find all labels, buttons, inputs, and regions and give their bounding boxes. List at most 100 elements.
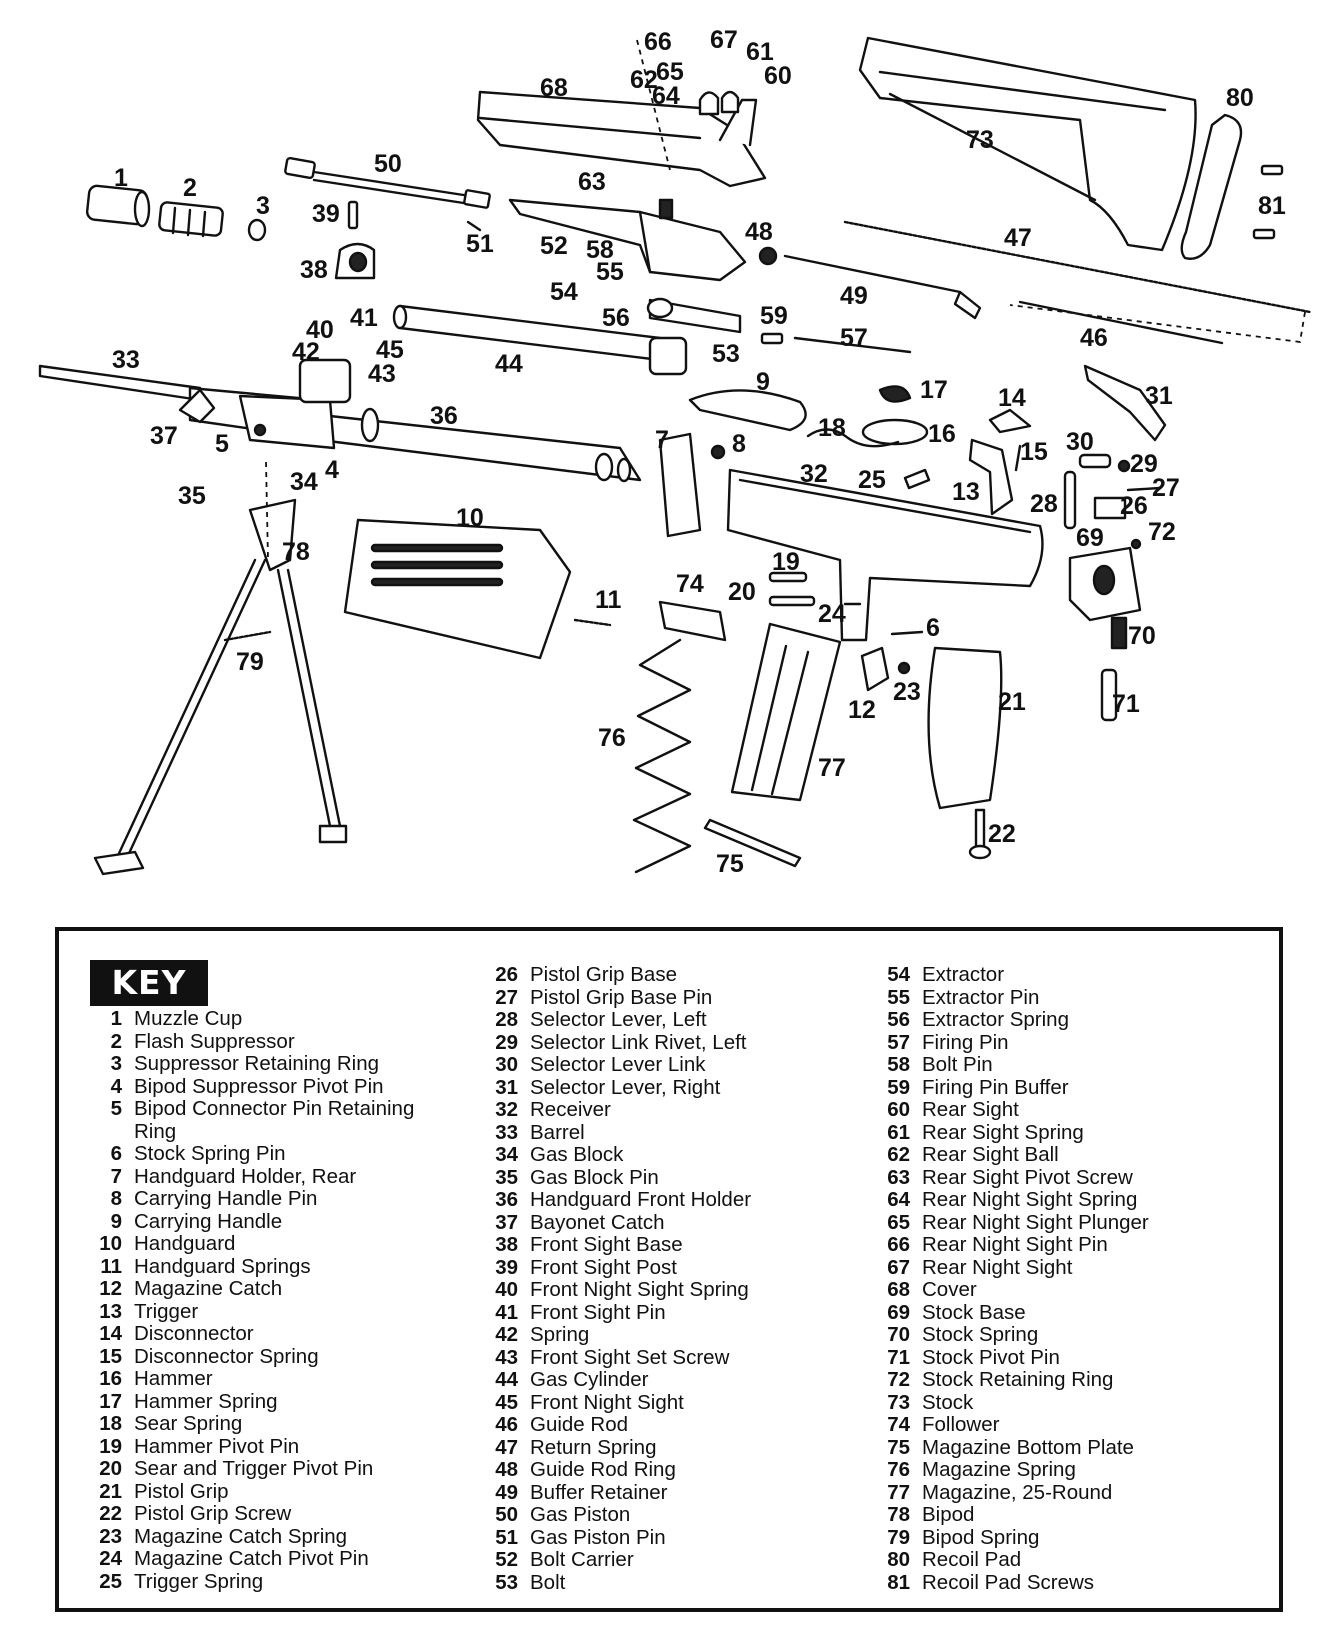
- key-item-name: Bolt Carrier: [530, 1548, 634, 1571]
- recoil-pad: [1180, 113, 1243, 260]
- key-item-number: 40: [495, 1278, 518, 1301]
- key-item-name: Front Sight Base: [530, 1233, 683, 1256]
- key-item-number: 76: [887, 1458, 910, 1481]
- key-item-name: Bayonet Catch: [530, 1210, 665, 1234]
- key-item-number: 14: [99, 1322, 122, 1345]
- callout-32: 32: [800, 460, 828, 488]
- callout-79: 79: [236, 648, 264, 676]
- callout-12: 12: [848, 696, 876, 724]
- key-item-name: Bolt Pin: [922, 1053, 993, 1076]
- front-night-sight: [298, 358, 352, 404]
- callout-75: 75: [716, 850, 744, 878]
- front-sight-base: [334, 242, 376, 280]
- key-item-number: 39: [495, 1255, 518, 1279]
- callout-19: 19: [772, 548, 800, 576]
- callout-38: 38: [300, 256, 328, 284]
- callout-69: 69: [1076, 524, 1104, 552]
- handguard-holder-rear: [658, 432, 702, 538]
- key-item-number: 4: [110, 1074, 122, 1098]
- callout-5: 5: [215, 430, 229, 458]
- key-item-name: Selector Link Rivet, Left: [530, 1030, 747, 1054]
- key-item-name: Trigger: [134, 1299, 199, 1323]
- trigger-spring: [903, 468, 931, 490]
- key-item-number: 23: [99, 1524, 122, 1548]
- front-sight-post: [347, 200, 359, 230]
- key-item-name: Bipod Suppressor Pivot Pin: [134, 1074, 384, 1098]
- key-item-name: Hammer Spring: [134, 1389, 278, 1413]
- key-item-number: 24: [99, 1547, 122, 1570]
- stock-spring: [1110, 616, 1128, 650]
- key-item-number: 66: [887, 1233, 910, 1256]
- muzzle-cup: [85, 184, 151, 228]
- key-item-number: 30: [495, 1053, 518, 1076]
- key-item-name: Pistol Grip Screw: [134, 1502, 292, 1525]
- gas-piston: [284, 156, 491, 209]
- key-item-number: 52: [495, 1548, 518, 1571]
- key-item-name: Rear Night Sight Spring: [922, 1188, 1138, 1211]
- callout-35: 35: [178, 482, 206, 510]
- callout-20: 20: [728, 578, 756, 606]
- key-item-name: Rear Sight Spring: [922, 1120, 1084, 1144]
- key-item-name: Magazine Spring: [922, 1458, 1076, 1481]
- key-item-number: 20: [99, 1457, 122, 1480]
- callout-51: 51: [466, 230, 494, 258]
- key-item-number: 18: [99, 1412, 122, 1435]
- key-item-number: 29: [495, 1030, 518, 1054]
- callout-49: 49: [840, 282, 868, 310]
- key-item-number: 33: [495, 1120, 518, 1144]
- callout-9: 9: [756, 368, 770, 396]
- callout-48: 48: [745, 218, 773, 246]
- key-item-name: Bipod Spring: [922, 1525, 1040, 1549]
- callout-11: 11: [595, 586, 622, 614]
- callout-15: 15: [1020, 438, 1048, 466]
- key-item-number: 13: [99, 1299, 122, 1323]
- key-item-number: 73: [887, 1390, 910, 1414]
- key-item-name: Gas Cylinder: [530, 1368, 649, 1391]
- callout-29: 29: [1130, 450, 1158, 478]
- key-item-name: Spring: [530, 1323, 590, 1346]
- key-item-number: 38: [495, 1233, 518, 1256]
- key-item-number: 17: [99, 1389, 122, 1413]
- key-item-number: 1: [110, 1007, 122, 1030]
- key-item-name: Bipod: [922, 1503, 975, 1526]
- key-item-name: Stock Pivot Pin: [922, 1345, 1060, 1369]
- callout-40: 40: [306, 316, 334, 344]
- key-item: 8 Carrying Handle Pin: [82, 1187, 454, 1211]
- gas-piston-pin: [466, 220, 482, 232]
- key-item-name: Carrying Handle Pin: [134, 1187, 318, 1210]
- callout-13: 13: [952, 478, 980, 506]
- exploded-parts-diagram: 1 2 3 4 5 6 7 8 9 10 11 12 13 14 15 16 1…: [38, 26, 1312, 878]
- suppressor-retaining-ring: [247, 218, 267, 242]
- callout-57: 57: [840, 324, 868, 352]
- callout-76: 76: [598, 724, 626, 752]
- callout-28: 28: [1030, 490, 1058, 518]
- key-item-number: 8: [110, 1187, 122, 1210]
- key-item-name: Front Sight Pin: [530, 1300, 666, 1324]
- selector-lever-right: [1083, 364, 1167, 442]
- magazine-25-round: [730, 622, 842, 802]
- key-item-number: 6: [110, 1142, 122, 1165]
- callout-33: 33: [112, 346, 140, 374]
- key-item-name: Selector Lever Link: [530, 1053, 706, 1076]
